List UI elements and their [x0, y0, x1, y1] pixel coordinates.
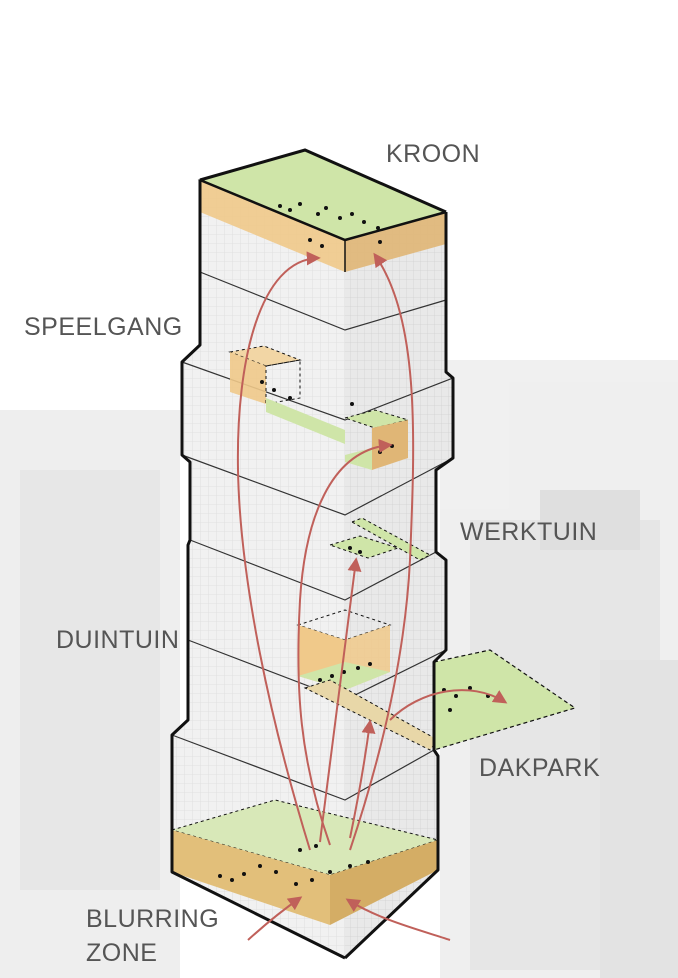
background-buildings — [0, 360, 678, 978]
label-werktuin: WERKTUIN — [460, 518, 598, 546]
label-dakpark: DAKPARK — [479, 754, 601, 782]
label-blurring-zone-line1: BLURRING — [86, 905, 220, 933]
label-duintuin: DUINTUIN — [56, 626, 180, 654]
floor-bands — [171, 271, 454, 801]
tower-front-face — [172, 180, 345, 958]
label-blurring-zone-line2: ZONE — [86, 939, 158, 967]
circulation-arrows — [236, 251, 508, 941]
kroon-zone — [197, 148, 449, 272]
tower-side-face — [345, 212, 453, 958]
people-markers — [218, 202, 490, 886]
label-speelgang: SPEELGANG — [24, 313, 183, 341]
tower-outline — [170, 180, 455, 960]
label-kroon: KROON — [386, 140, 481, 168]
